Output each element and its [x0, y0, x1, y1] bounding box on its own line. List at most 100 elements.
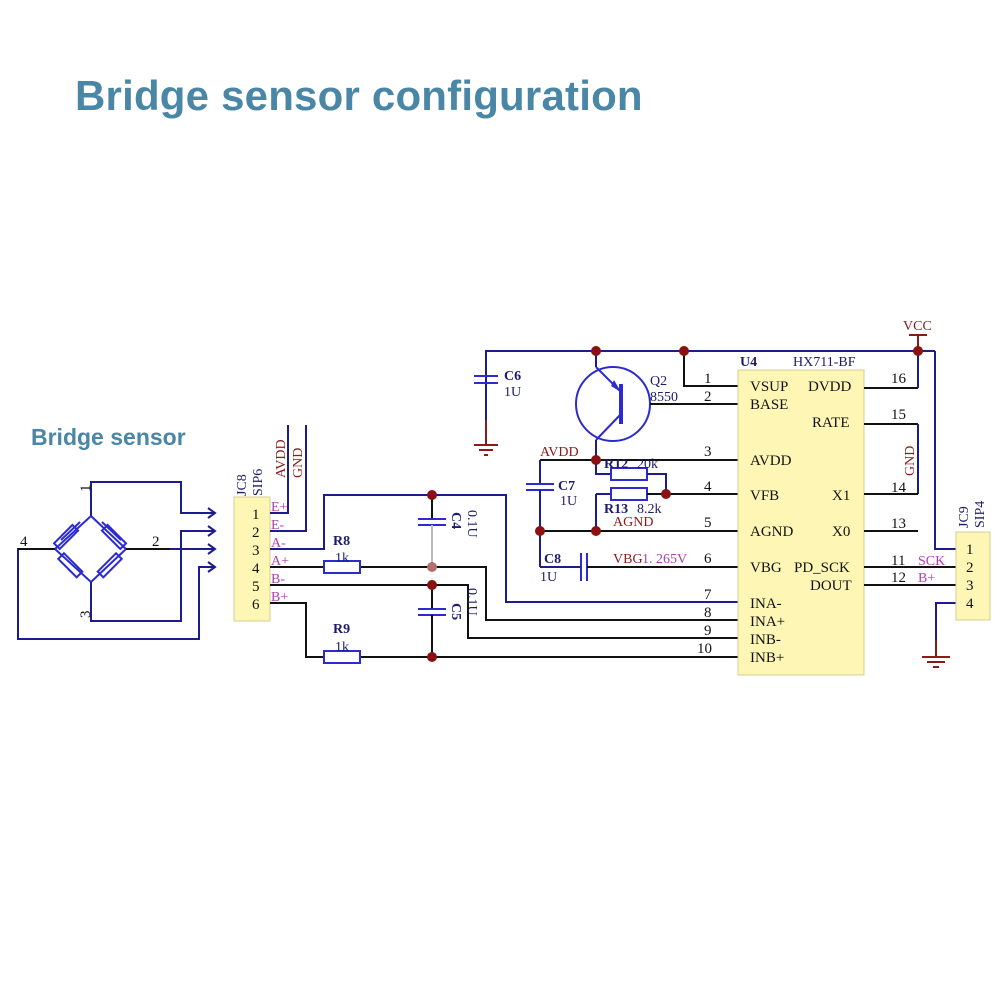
svg-text:11: 11 [891, 553, 905, 569]
wire-b-minus-inb-minus [270, 584, 738, 639]
c5-ref: C5 [448, 603, 463, 620]
svg-text:5: 5 [704, 515, 712, 531]
r8-ref: R8 [333, 534, 350, 549]
jc8-pin-numbers: 1 2 3 4 5 6 [252, 507, 260, 613]
svg-text:AGND: AGND [750, 524, 793, 540]
svg-text:13: 13 [891, 516, 906, 532]
svg-text:RATE: RATE [812, 415, 850, 431]
svg-text:INA+: INA+ [750, 614, 785, 630]
jc8-avdd-label: AVDD [274, 439, 289, 478]
jc9-body [955, 531, 991, 621]
svg-text:15: 15 [891, 407, 906, 423]
r8-value: 1k [335, 551, 349, 566]
svg-text:1: 1 [704, 371, 712, 387]
c4-ref: C4 [448, 512, 463, 529]
svg-text:2: 2 [966, 560, 974, 576]
svg-text:14: 14 [891, 480, 907, 496]
r12-value: 20k [637, 457, 658, 472]
svg-text:6: 6 [704, 551, 712, 567]
wire-a-plus-ina-plus [360, 566, 738, 621]
wire-vsup [683, 351, 738, 387]
r13-value: 8.2k [637, 502, 662, 517]
c6-value: 1U [504, 385, 521, 400]
svg-text:4: 4 [704, 479, 712, 495]
bridge-resistor-2 [100, 523, 128, 551]
net-avdd: AVDD [540, 445, 579, 460]
bridge-sensor-symbol [52, 514, 128, 584]
c6-ref: C6 [504, 369, 521, 384]
r8-body [323, 560, 361, 574]
svg-text:DVDD: DVDD [808, 379, 851, 395]
page-title: Bridge sensor configuration [75, 72, 643, 119]
wire-bridge-1 [90, 481, 215, 516]
u4-part: HX711-BF [793, 355, 856, 370]
q2-emitter-arrow [611, 380, 621, 392]
svg-text:2: 2 [704, 389, 712, 405]
q2-part: 8550 [650, 390, 678, 405]
svg-text:3: 3 [966, 578, 974, 594]
net-bplus: B+ [918, 571, 935, 586]
wire-eminus-gnd [270, 425, 307, 532]
svg-text:1: 1 [252, 507, 260, 523]
bridge-resistor-3 [56, 551, 84, 579]
net-vcc: VCC [903, 319, 932, 334]
q2-collector [595, 413, 622, 441]
jc9-type: SIP4 [973, 501, 988, 528]
u4-left-pin-numbers: 1 2 3 4 5 6 7 8 9 10 [697, 371, 712, 657]
svg-text:X0: X0 [832, 524, 850, 540]
jc8-gnd-label: GND [291, 448, 306, 478]
svg-text:E+: E+ [271, 500, 288, 515]
jc8-ref: JC8 [235, 474, 250, 496]
net-agnd: AGND [613, 515, 653, 530]
bridge-node-3: 3 [78, 611, 94, 619]
svg-text:12: 12 [891, 570, 906, 586]
wire-bridge-4 [17, 548, 215, 640]
q2-body [575, 366, 651, 442]
net-vbg-value: 1. 265V [642, 552, 687, 567]
svg-text:16: 16 [891, 371, 907, 387]
jc9-pin-numbers: 1 2 3 4 [966, 542, 974, 612]
c7-ref: C7 [558, 479, 575, 494]
svg-text:B+: B+ [271, 590, 288, 605]
svg-text:AVDD: AVDD [750, 453, 792, 469]
bridge-node-2: 2 [152, 534, 160, 550]
r13-ref: R13 [604, 502, 628, 517]
u4-right-pin-numbers: 16 15 14 13 11 12 [891, 371, 907, 586]
svg-text:4: 4 [966, 596, 974, 612]
svg-text:4: 4 [252, 561, 260, 577]
bridge-diamond [53, 514, 128, 584]
r13-body [610, 487, 648, 501]
svg-text:10: 10 [697, 641, 712, 657]
svg-text:VBG: VBG [750, 560, 782, 576]
bridge-node-1: 1 [78, 485, 94, 493]
u4-body [737, 369, 865, 676]
svg-text:DOUT: DOUT [810, 578, 852, 594]
c8-value: 1U [540, 570, 557, 585]
arrow-heads [207, 507, 217, 573]
svg-text:A-: A- [271, 536, 286, 551]
svg-text:7: 7 [704, 587, 712, 603]
bridge-resistor-4 [96, 551, 124, 579]
bridge-sensor-label: Bridge sensor [31, 424, 186, 450]
net-sck: SCK [918, 554, 945, 569]
u4-left-pin-names: VSUP BASE AVDD VFB AGND VBG INA- INA+ IN… [750, 379, 793, 666]
svg-text:INB-: INB- [750, 632, 781, 648]
bridge-node-4: 4 [20, 534, 28, 550]
ground-symbol-jc9 [922, 656, 950, 668]
svg-text:INA-: INA- [750, 596, 782, 612]
jc8-type: SIP6 [251, 469, 266, 496]
wire-vsup-rail [485, 350, 935, 420]
svg-text:6: 6 [252, 597, 260, 613]
svg-text:1: 1 [966, 542, 974, 558]
svg-text:B-: B- [271, 572, 285, 587]
svg-text:2: 2 [252, 525, 260, 541]
r9-ref: R9 [333, 622, 350, 637]
junction-dots [427, 346, 923, 662]
c4-value: 0.1U [464, 510, 479, 538]
svg-text:VFB: VFB [750, 488, 779, 504]
wire-vcc-jc9 [934, 351, 956, 550]
c7-value: 1U [560, 494, 577, 509]
svg-text:9: 9 [704, 623, 712, 639]
svg-text:INB+: INB+ [750, 650, 784, 666]
